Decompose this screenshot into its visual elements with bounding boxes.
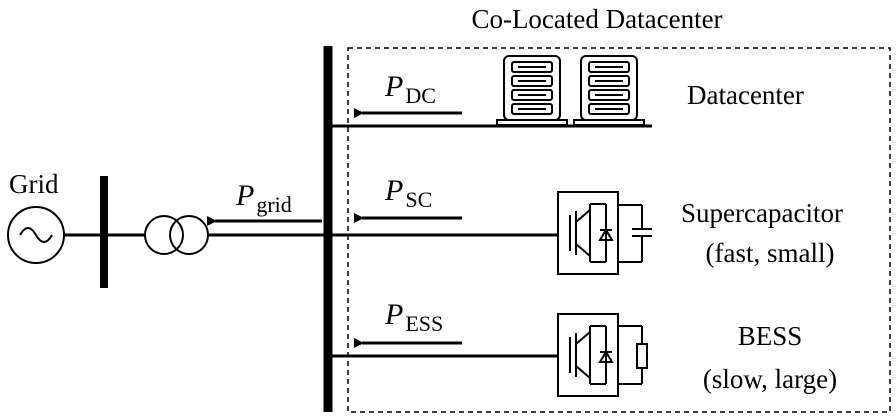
datacenter-label: Datacenter xyxy=(687,80,804,110)
diagram-title: Co-Located Datacenter xyxy=(471,4,722,34)
server-rack-icon xyxy=(573,55,645,126)
grid-label: Grid xyxy=(9,169,59,199)
battery-resistor-icon xyxy=(636,326,648,384)
svg-text:PESS: PESS xyxy=(384,298,443,336)
svg-text:PDC: PDC xyxy=(384,70,436,108)
svg-text:PSC: PSC xyxy=(384,174,432,212)
p-sc-label: PSC xyxy=(384,174,432,212)
supercapacitor-label: Supercapacitor xyxy=(681,198,843,228)
transformer-icon xyxy=(144,215,209,255)
supercapacitor-note: (fast, small) xyxy=(706,238,835,268)
ac-source-icon xyxy=(7,206,65,264)
power-converter-icon xyxy=(557,191,619,275)
bess-note: (slow, large) xyxy=(703,364,837,394)
p-grid-label: Pgrid xyxy=(235,179,292,217)
capacitor-icon xyxy=(632,205,652,262)
power-converter-icon xyxy=(557,313,619,397)
bess-label: BESS xyxy=(738,321,803,351)
datacenter-boundary xyxy=(347,47,891,413)
svg-text:Pgrid: Pgrid xyxy=(235,179,292,217)
p-ess-label: PESS xyxy=(384,298,443,336)
p-dc-label: PDC xyxy=(384,70,436,108)
server-rack-icon xyxy=(496,55,568,126)
